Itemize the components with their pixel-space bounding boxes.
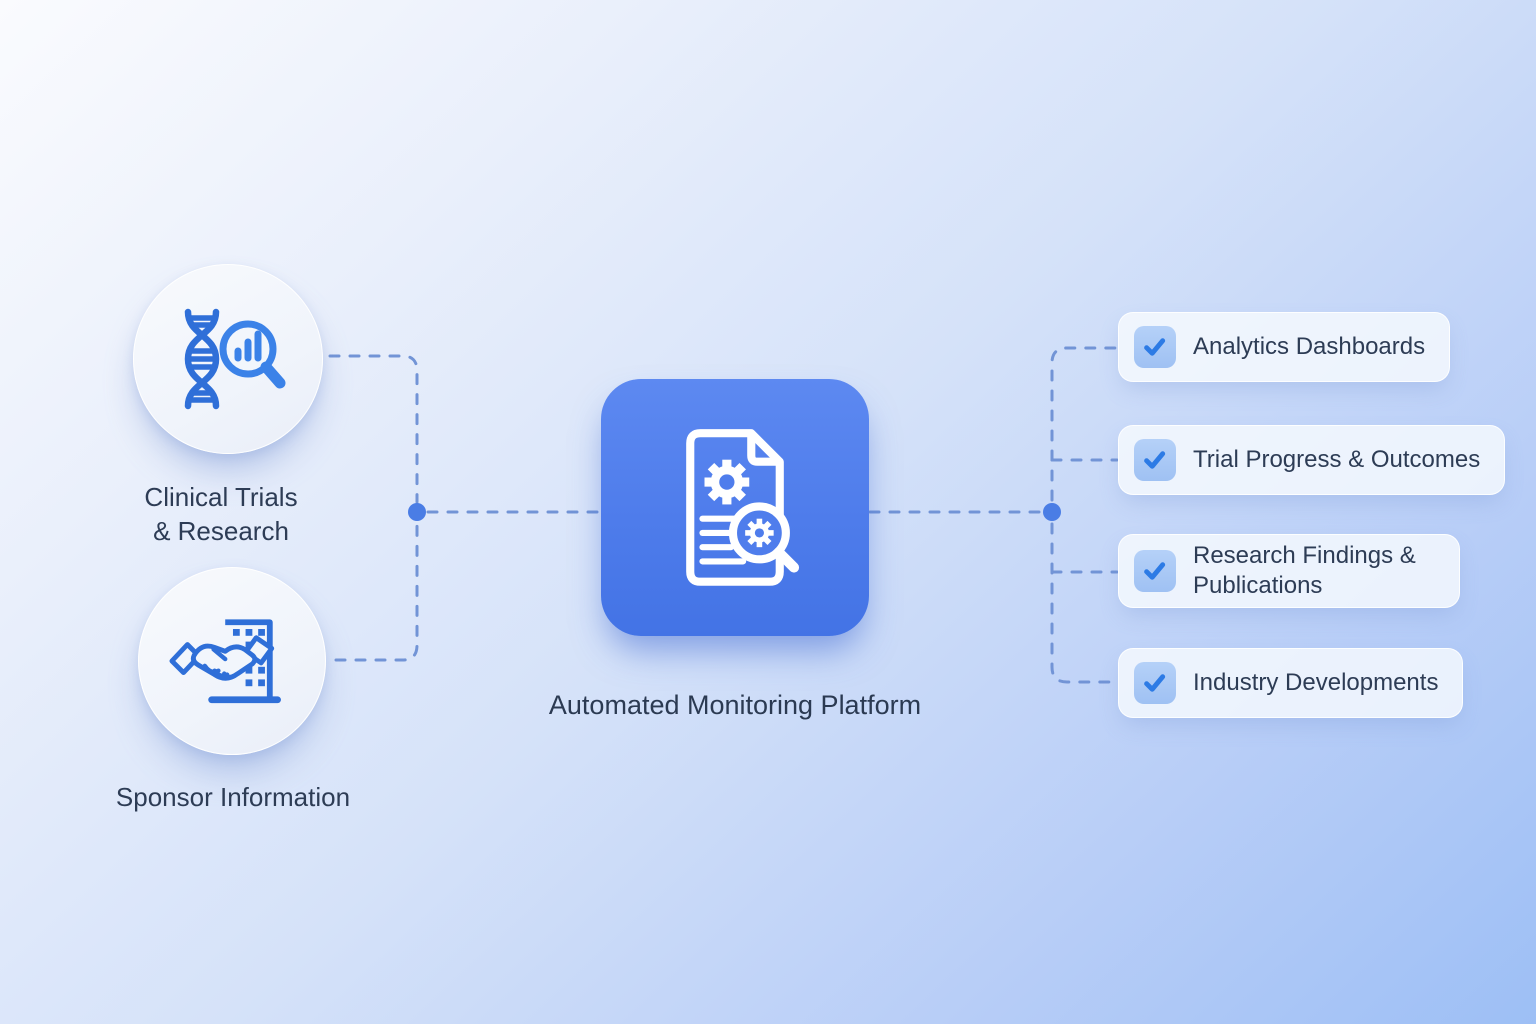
check-icon	[1144, 338, 1166, 356]
checkbox-checked-icon	[1134, 662, 1176, 704]
checkbox-checked-icon	[1134, 326, 1176, 368]
output-card-trial-progress: Trial Progress & Outcomes	[1118, 425, 1506, 495]
checkbox-checked-icon	[1134, 550, 1176, 592]
connector-sponsor-to-junction	[334, 520, 419, 662]
output-label: Trial Progress & Outcomes	[1193, 446, 1481, 473]
source-label-sponsor-information: Sponsor Information	[115, 782, 351, 812]
output-label: Industry Developments	[1193, 669, 1439, 696]
document-gear-magnifier-icon	[686, 428, 800, 586]
platform-node	[601, 379, 869, 636]
platform-label: Automated Monitoring Platform	[548, 690, 922, 720]
magnifier-gear-icon	[728, 501, 800, 573]
connector-clinical-to-junction	[328, 354, 419, 504]
source-node-clinical-trials	[133, 264, 323, 454]
connector-junction-to-output-1	[1050, 346, 1119, 502]
left-junction-dot	[408, 503, 426, 521]
handshake-building-icon	[169, 619, 281, 704]
output-label: Analytics Dashboards	[1193, 333, 1426, 360]
gear-icon	[704, 459, 750, 504]
output-label: Research Findings & Publications	[1193, 542, 1416, 599]
dna-analytics-magnifier-icon	[184, 308, 286, 410]
check-icon	[1144, 451, 1166, 469]
check-icon	[1144, 562, 1166, 580]
checkbox-checked-icon	[1134, 439, 1176, 481]
source-label-clinical-trials: Clinical Trials & Research	[144, 482, 298, 546]
connector-junction-to-output-4	[1050, 522, 1119, 684]
output-card-analytics-dashboards: Analytics Dashboards	[1118, 312, 1451, 382]
source-node-sponsor-information	[138, 567, 326, 755]
output-card-industry-developments: Industry Developments	[1118, 648, 1464, 718]
right-junction-dot	[1043, 503, 1061, 521]
check-icon	[1144, 674, 1166, 692]
output-card-research-findings: Research Findings & Publications	[1118, 534, 1460, 608]
